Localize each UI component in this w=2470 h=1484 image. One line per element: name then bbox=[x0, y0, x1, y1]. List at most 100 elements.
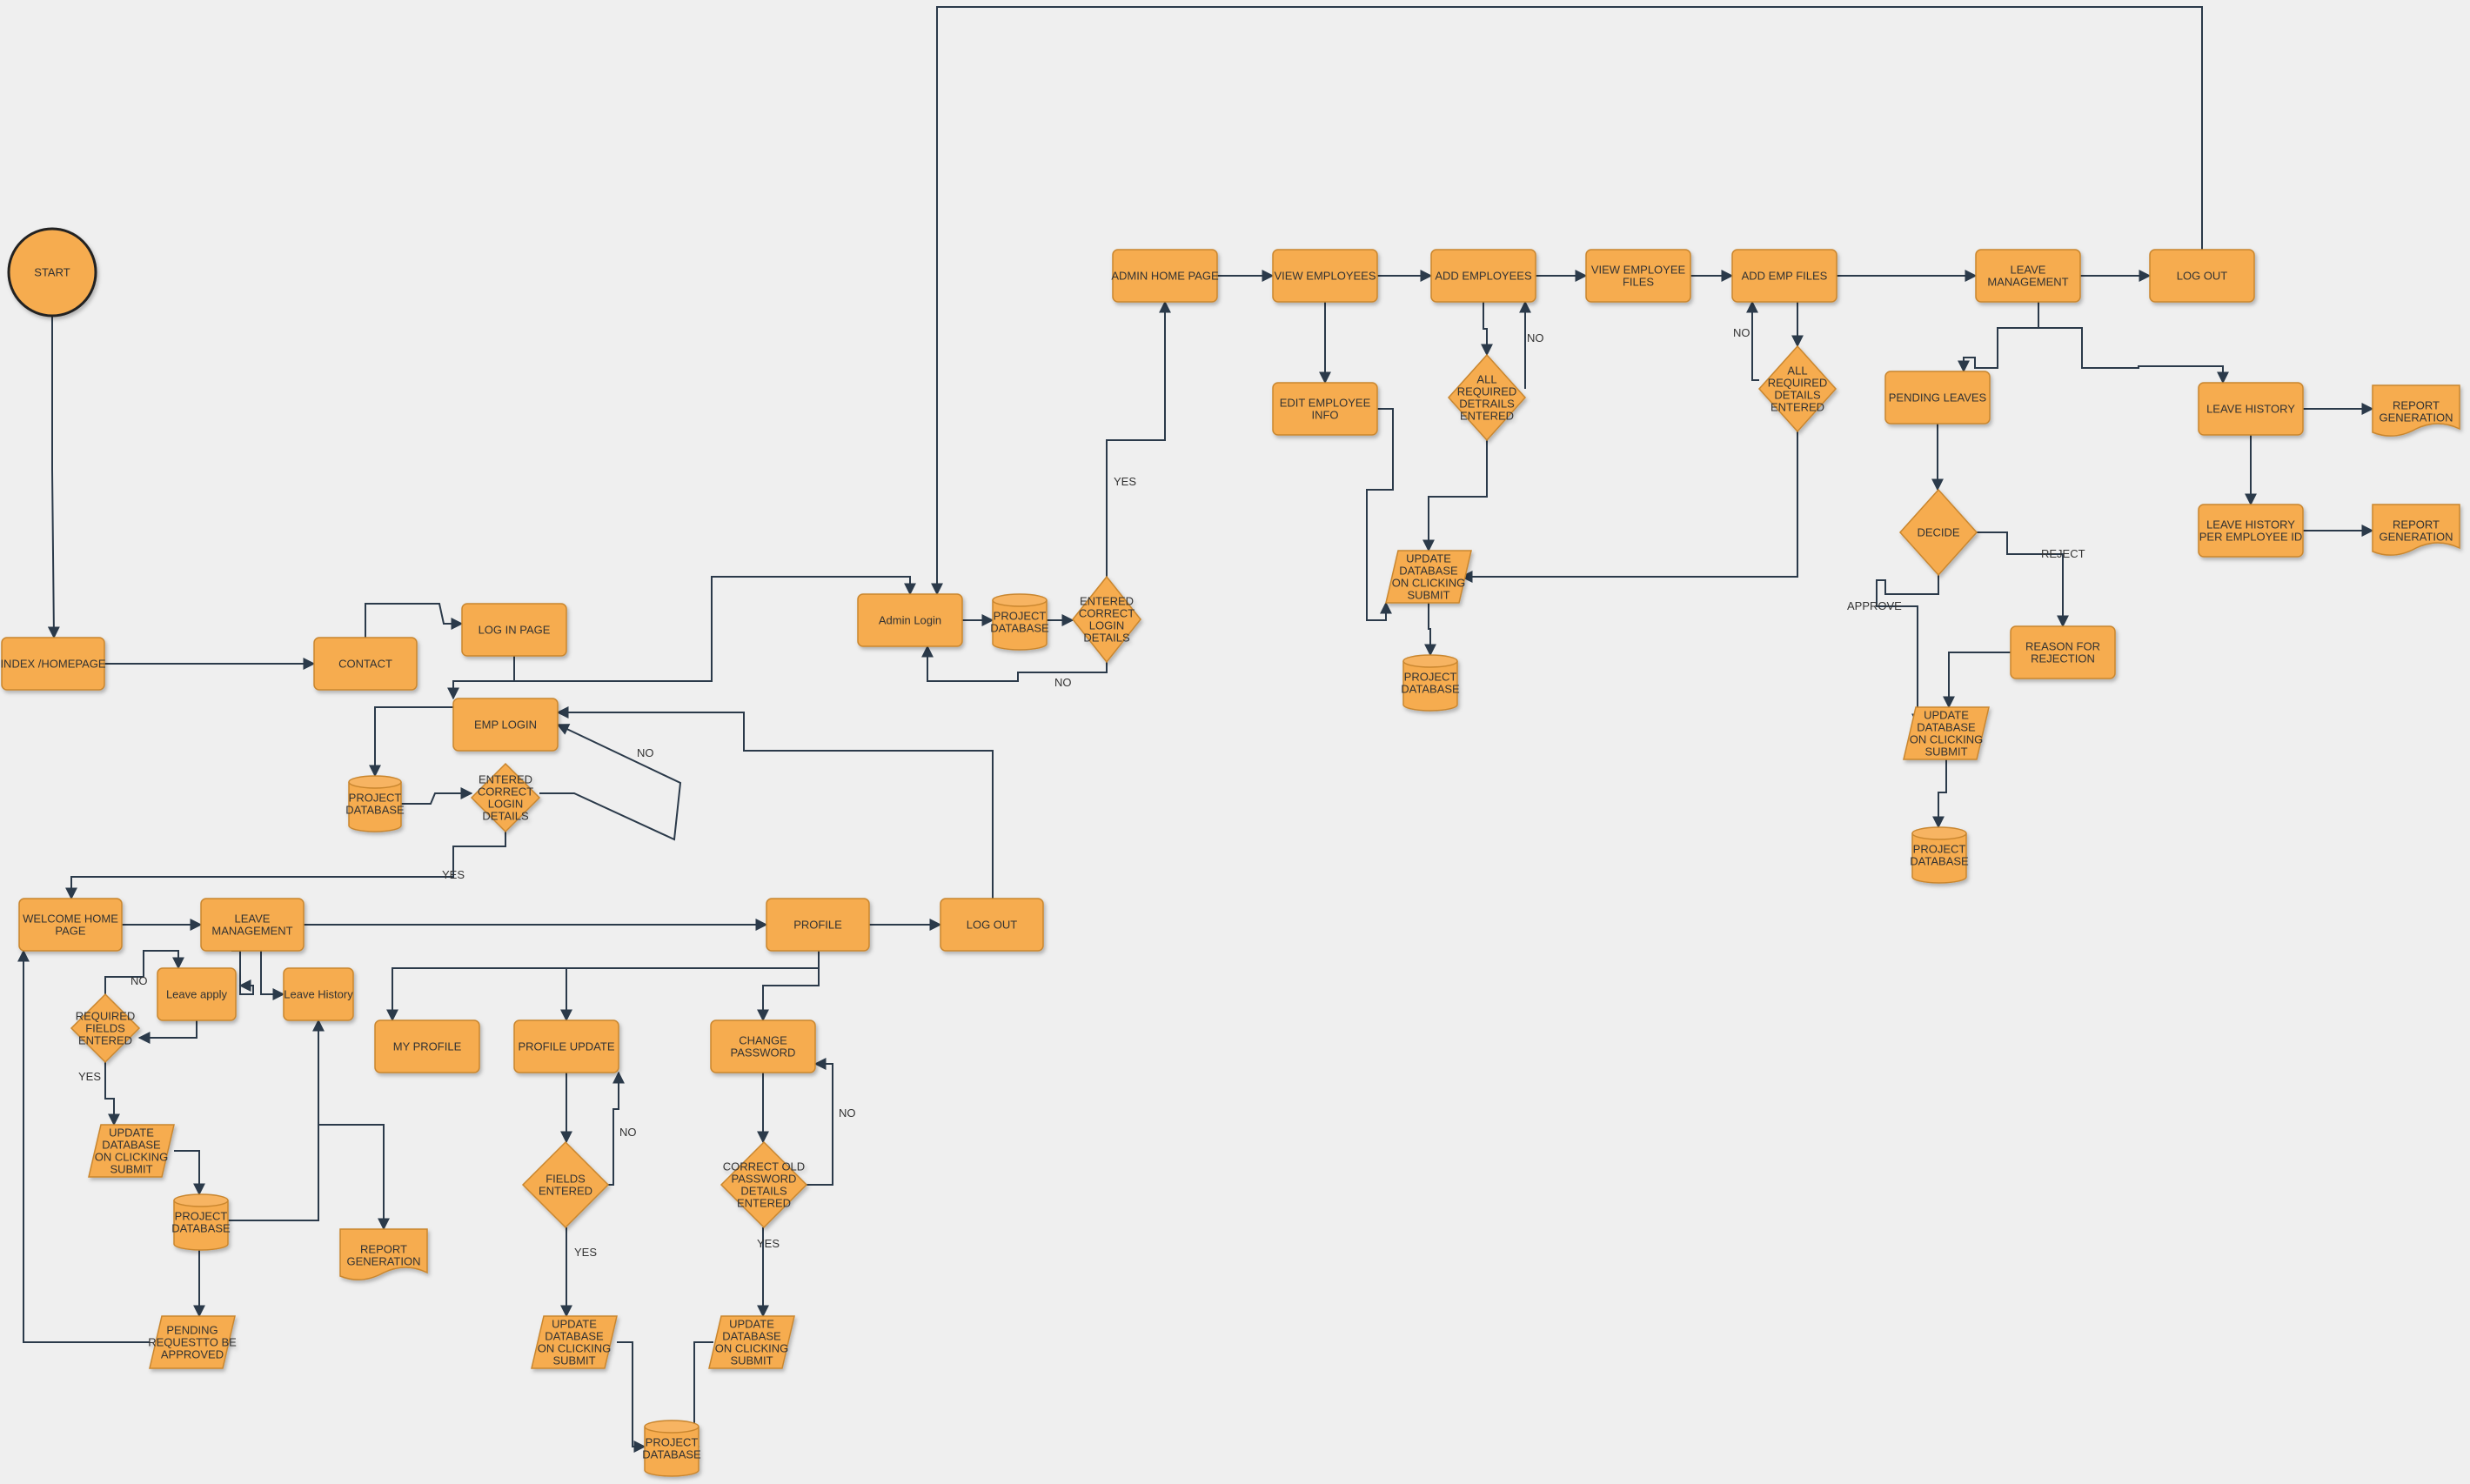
edge-e-leave-history bbox=[260, 951, 285, 1000]
node-emp-logout[interactable]: LOG OUT bbox=[940, 898, 1044, 952]
edge-e-reason-upd bbox=[1943, 652, 2011, 709]
node-admin-logout[interactable]: LOG OUT bbox=[2149, 249, 2255, 303]
node-admin-home[interactable]: ADMIN HOME PAGE bbox=[1111, 249, 1219, 303]
node-shape-diamond bbox=[521, 1140, 610, 1229]
node-shape-diamond bbox=[1447, 353, 1527, 442]
node-label-line: REQUESTTO BE bbox=[148, 1336, 237, 1349]
node-label: LEAVE HISTORY bbox=[2206, 403, 2295, 416]
node-add-employees[interactable]: ADD EMPLOYEES bbox=[1430, 249, 1536, 303]
node-label-line: MANAGEMENT bbox=[1987, 276, 2068, 289]
node-label: PENDING LEAVES bbox=[1889, 391, 1987, 404]
node-add-emp-files[interactable]: ADD EMP FILES bbox=[1731, 249, 1837, 303]
node-leave-apply[interactable]: Leave apply bbox=[157, 967, 237, 1021]
node-admin-login[interactable]: Admin Login bbox=[857, 593, 963, 647]
edge-line bbox=[104, 1062, 120, 1126]
edge-e-updprofile-db bbox=[617, 1341, 646, 1453]
node-label: MY PROFILE bbox=[393, 1040, 462, 1053]
node-label-line: Leave apply bbox=[166, 988, 228, 1001]
edge-label: YES bbox=[442, 868, 465, 881]
node-label-line: SUBMIT bbox=[110, 1163, 152, 1176]
node-label-line: REQUIRED bbox=[1768, 377, 1828, 390]
node-shape-parallelogram bbox=[531, 1315, 618, 1369]
node-pending-leaves[interactable]: PENDING LEAVES bbox=[1884, 371, 1991, 424]
node-label-line: DATABASE bbox=[345, 804, 405, 817]
edge-line bbox=[447, 656, 515, 700]
node-view-employees[interactable]: VIEW EMPLOYEES bbox=[1272, 249, 1378, 303]
node-label-line: ENTERED bbox=[539, 1185, 592, 1198]
node-label-line: ON CLICKING bbox=[538, 1342, 612, 1355]
edge-line bbox=[386, 951, 820, 1022]
node-label-line: CORRECT bbox=[1079, 607, 1135, 620]
node-shape-parallelogram bbox=[708, 1315, 795, 1369]
node-contact[interactable]: CONTACT bbox=[313, 637, 418, 691]
node-leave-history-admin[interactable]: LEAVE HISTORY bbox=[2198, 382, 2304, 436]
edge-label: APPROVE bbox=[1847, 599, 1902, 612]
node-label-line: PENDING bbox=[166, 1324, 218, 1337]
node-label-line: MY PROFILE bbox=[393, 1040, 462, 1053]
edge-e-dec-updprofile-yes: YES bbox=[560, 1227, 597, 1318]
edge-e-emp-db bbox=[369, 706, 453, 778]
node-shape-diamond bbox=[470, 762, 541, 833]
node-shape-cylinder bbox=[644, 1420, 699, 1477]
node-shape-rect bbox=[1731, 249, 1837, 303]
node-label-line: SUBMIT bbox=[1407, 589, 1449, 602]
node-profile[interactable]: PROFILE bbox=[766, 898, 870, 952]
edge-e-dec-home-yes: YES bbox=[1106, 300, 1171, 577]
node-shape-rect bbox=[18, 898, 123, 952]
edge-e-login-admin bbox=[513, 576, 916, 682]
node-index[interactable]: INDEX /HOMEPAGE bbox=[0, 637, 106, 691]
edge-e-history-report bbox=[318, 1124, 390, 1231]
node-emp-login[interactable]: EMP LOGIN bbox=[452, 698, 559, 752]
node-shape-rect bbox=[940, 898, 1044, 952]
node-label: LOG OUT bbox=[967, 919, 1018, 932]
node-my-profile[interactable]: MY PROFILE bbox=[374, 1019, 480, 1073]
node-login-page[interactable]: LOG IN PAGE bbox=[461, 603, 567, 657]
node-shape-rect bbox=[1585, 249, 1691, 303]
node-label-line: DATABASE bbox=[990, 622, 1049, 635]
node-shape-rect bbox=[710, 1019, 816, 1073]
node-label: ADD EMP FILES bbox=[1742, 270, 1828, 283]
edge-line bbox=[1958, 302, 2039, 373]
edge-line bbox=[556, 706, 994, 899]
node-start[interactable]: START bbox=[7, 227, 97, 318]
edge-e-updadmin-db bbox=[1424, 603, 1436, 657]
node-label-line: MANAGEMENT bbox=[211, 925, 292, 938]
node-dec-decide[interactable]: DECIDE bbox=[1898, 488, 1978, 577]
node-leave-history-emp[interactable]: Leave History bbox=[283, 967, 354, 1021]
node-profile-update[interactable]: PROFILE UPDATE bbox=[513, 1019, 619, 1073]
